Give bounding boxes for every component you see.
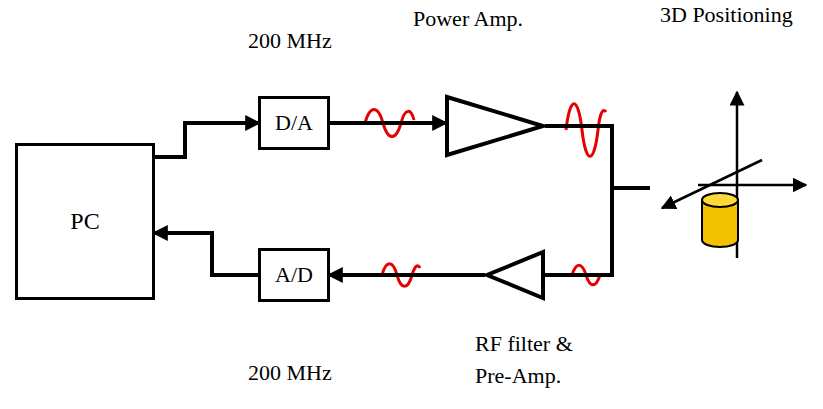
amplifier-label: Power Amp.: [413, 3, 553, 35]
axes-label: 3D Positioning: [660, 2, 793, 28]
transducer: [702, 193, 738, 247]
amplifier-symbol: [447, 97, 543, 155]
signal-line: [330, 121, 445, 125]
signal-line: [330, 273, 485, 277]
adc-box: A/D: [258, 248, 330, 302]
rf-wave-large: [566, 104, 606, 157]
triangle-outline: [485, 250, 545, 300]
signal-line: [155, 123, 258, 157]
amplifier-label: RF filter & Pre-Amp.: [475, 328, 587, 392]
box-label: PC: [70, 205, 99, 237]
box-label: A/D: [275, 260, 313, 290]
computer-box: PC: [15, 143, 155, 300]
amplifier-symbol: [487, 252, 543, 298]
preamplifier: RF filter & Pre-Amp.: [485, 250, 545, 300]
triangle-outline: [445, 95, 545, 157]
dac-box: D/A: [258, 96, 330, 150]
probe-cable: [612, 186, 650, 190]
axes: [612, 92, 806, 258]
signal-line: [155, 233, 258, 275]
y-axis: [662, 160, 762, 208]
box-label: D/A: [275, 108, 313, 138]
power-amplifier: Power Amp.: [445, 95, 545, 157]
sample-rate: 200 MHz: [248, 360, 332, 386]
sample-rate: 200 MHz: [248, 28, 332, 54]
signal-line: [545, 126, 612, 275]
